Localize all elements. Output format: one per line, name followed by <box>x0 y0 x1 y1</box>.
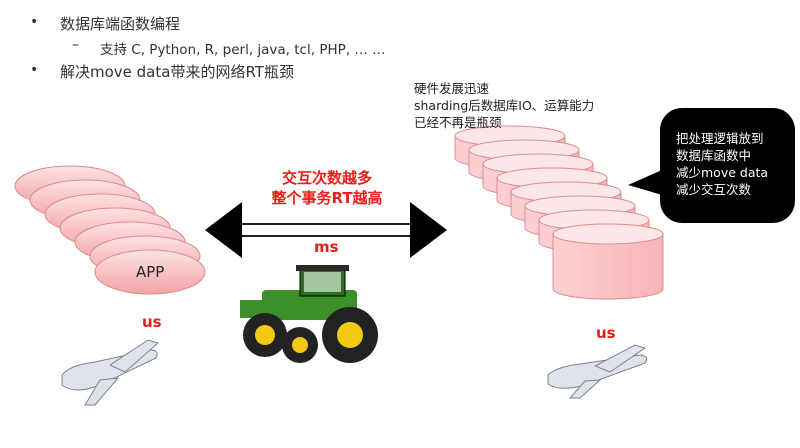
bubble-line: 数据库函数中 <box>676 148 752 163</box>
airplane-icon-right <box>547 344 648 399</box>
app-label: APP <box>136 263 165 281</box>
database-cluster <box>454 125 664 300</box>
db-note: 硬件发展迅速 sharding后数据库IO、运算能力 已经不再是瓶颈 <box>414 80 594 131</box>
arrow-label-line: 交互次数越多 <box>281 169 372 187</box>
tractor-icon <box>240 265 378 363</box>
speech-bubble <box>628 108 795 223</box>
bubble-text: 把处理逻辑放到 数据库函数中 减少move data 减少交互次数 <box>676 130 768 198</box>
sub-bullet-text: 支持 C, Python, R, perl, java, tcl, PHP, …… <box>100 42 386 58</box>
airplane-icon-left <box>61 339 160 406</box>
bullet-text: 数据库端函数编程 <box>60 15 181 33</box>
double-arrow <box>205 202 447 258</box>
db-latency: us <box>596 324 616 342</box>
database-cylinder <box>552 223 664 300</box>
network-latency: ms <box>314 238 339 256</box>
arrow-label: 交互次数越多 整个事务RT越高 <box>262 168 392 208</box>
arrow-label-line: 整个事务RT越高 <box>271 189 383 207</box>
db-note-line: sharding后数据库IO、运算能力 <box>414 98 595 113</box>
bullet-dot: • <box>30 62 39 78</box>
bubble-line: 减少move data <box>676 165 769 180</box>
bubble-line: 减少交互次数 <box>676 182 752 197</box>
bullet-dot: • <box>30 14 39 30</box>
db-note-line: 已经不再是瓶颈 <box>414 115 502 130</box>
bubble-line: 把处理逻辑放到 <box>676 131 764 146</box>
bullet-text: 解决move data带来的网络RT瓶颈 <box>60 63 294 81</box>
sub-dash: – <box>72 37 79 53</box>
app-latency: us <box>142 313 162 331</box>
app-server-stack <box>14 165 206 295</box>
db-note-line: 硬件发展迅速 <box>414 81 490 96</box>
